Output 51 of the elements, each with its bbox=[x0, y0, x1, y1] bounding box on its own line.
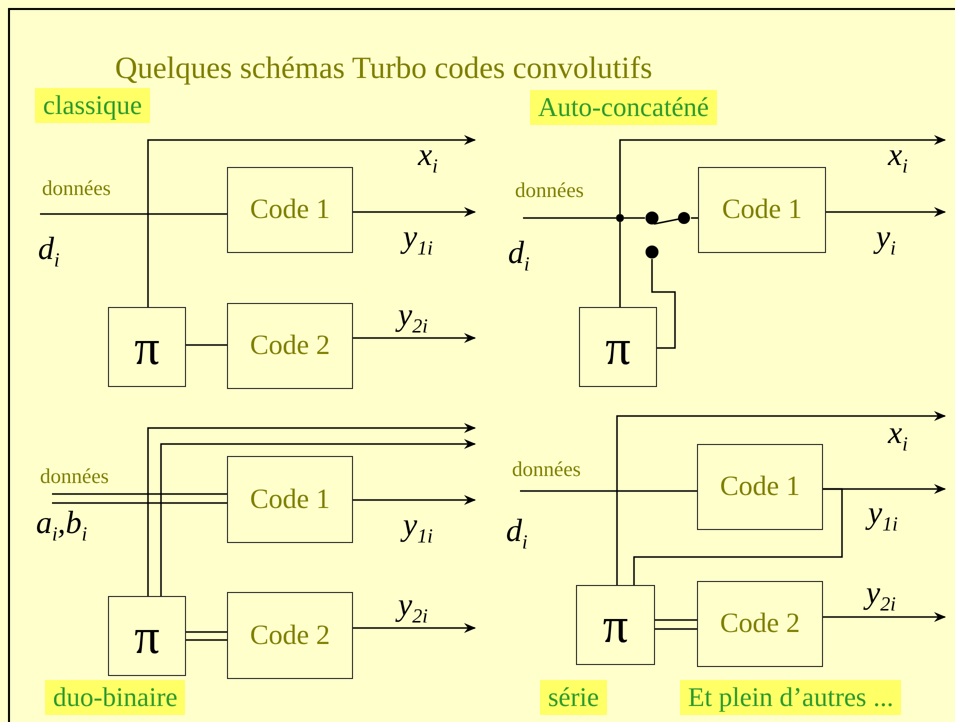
arrow bbox=[616, 411, 946, 585]
encoder-box: Code 1 bbox=[698, 167, 826, 253]
input-label: données bbox=[40, 464, 109, 489]
encoder-box: Code 1 bbox=[227, 167, 353, 253]
panel-heading: série bbox=[540, 680, 607, 715]
arrow bbox=[826, 207, 946, 217]
connector-line bbox=[633, 488, 843, 585]
connector-line bbox=[651, 259, 676, 349]
double-line-connector bbox=[51, 493, 228, 504]
interleaver-box: π bbox=[579, 307, 657, 387]
panel-heading: Auto-concaténé bbox=[530, 90, 717, 125]
slide-title: Quelques schémas Turbo codes convolutifs bbox=[115, 50, 652, 86]
switch-symbol bbox=[645, 211, 691, 259]
connector-line bbox=[619, 222, 621, 307]
signal-label: d$_{i}$ bbox=[508, 234, 530, 276]
arrow bbox=[353, 495, 476, 505]
interleaver-box: π bbox=[108, 596, 186, 676]
input-label: données bbox=[515, 178, 584, 203]
input-label: données bbox=[512, 457, 581, 482]
encoder-box: Code 1 bbox=[697, 444, 823, 530]
interleaver-box: π bbox=[576, 585, 655, 665]
double-line-connector bbox=[654, 619, 698, 630]
encoder-box: Code 2 bbox=[227, 592, 353, 679]
encoder-box: Code 1 bbox=[227, 456, 353, 543]
connector-line bbox=[523, 217, 616, 219]
double-line-connector bbox=[185, 631, 228, 641]
arrow bbox=[353, 333, 476, 343]
arrow bbox=[353, 207, 476, 217]
encoder-box: Code 2 bbox=[697, 581, 823, 667]
panel-heading: duo-binaire bbox=[45, 680, 186, 715]
signal-label: d$_{i}$ bbox=[38, 230, 60, 272]
interleaver-box: π bbox=[108, 307, 186, 387]
encoder-box: Code 2 bbox=[227, 303, 353, 389]
connector-line bbox=[691, 217, 698, 219]
connector-line bbox=[624, 217, 645, 219]
arrow bbox=[823, 612, 946, 622]
input-label: données bbox=[42, 176, 111, 201]
arrow bbox=[619, 135, 946, 214]
connector-line bbox=[40, 213, 227, 215]
connector-line bbox=[186, 344, 227, 346]
signal-label: x$_{i}$ bbox=[888, 136, 908, 178]
junction-dot bbox=[616, 214, 624, 222]
signal-label: d$_{i}$ bbox=[506, 512, 528, 554]
arrow bbox=[353, 623, 476, 633]
arrow bbox=[147, 135, 476, 307]
signal-label: x$_{i}$ bbox=[418, 136, 438, 178]
note-text: Et plein d’autres ... bbox=[680, 680, 902, 715]
signal-label: a$_{i}$,b$_{i}$ bbox=[36, 504, 88, 546]
connector-line bbox=[520, 490, 697, 492]
signal-label: x$_{i}$ bbox=[888, 414, 908, 456]
panel-heading: classique bbox=[35, 88, 150, 123]
